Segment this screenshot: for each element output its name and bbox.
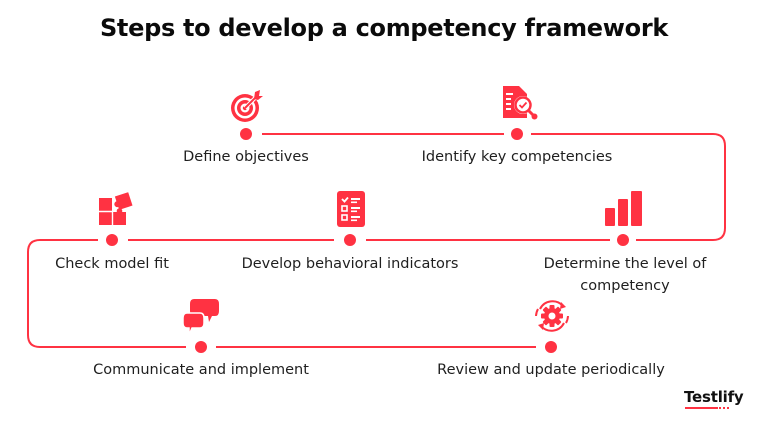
- document-search-icon: [503, 86, 538, 120]
- step-label-determine-level-line2: competency: [580, 278, 670, 294]
- step-label-develop-behavioral-indicators: Develop behavioral indicators: [241, 256, 459, 272]
- step-dot-7: [545, 341, 557, 353]
- chat-bubbles-icon: [182, 299, 219, 336]
- puzzle-icon: [99, 192, 133, 225]
- step-dot-1: [240, 128, 252, 140]
- step-label-determine-level: Determine the level of competency: [544, 253, 707, 297]
- step-label-review-and-update: Review and update periodically: [437, 362, 665, 378]
- step-label-define-objectives: Define objectives: [183, 149, 309, 165]
- step-dot-4: [344, 234, 356, 246]
- step-dot-5: [106, 234, 118, 246]
- testlify-logo: Testlify: [684, 388, 744, 406]
- logo-underline: [685, 407, 718, 409]
- step-dot-6: [195, 341, 207, 353]
- checklist-icon: [337, 191, 365, 227]
- step-dot-2: [511, 128, 523, 140]
- page-title: Steps to develop a competency framework: [99, 14, 669, 42]
- step-label-determine-level-line1: Determine the level of: [543, 256, 707, 272]
- bar-chart-icon: [605, 191, 642, 226]
- logo-dots: [719, 407, 729, 409]
- step-label-communicate-and-implement: Communicate and implement: [93, 362, 309, 378]
- gear-refresh-icon: [535, 300, 569, 332]
- target-icon: [231, 90, 263, 122]
- step-label-check-model-fit: Check model fit: [55, 256, 169, 272]
- step-label-identify-key-competencies: Identify key competencies: [421, 149, 613, 165]
- step-dot-3: [617, 234, 629, 246]
